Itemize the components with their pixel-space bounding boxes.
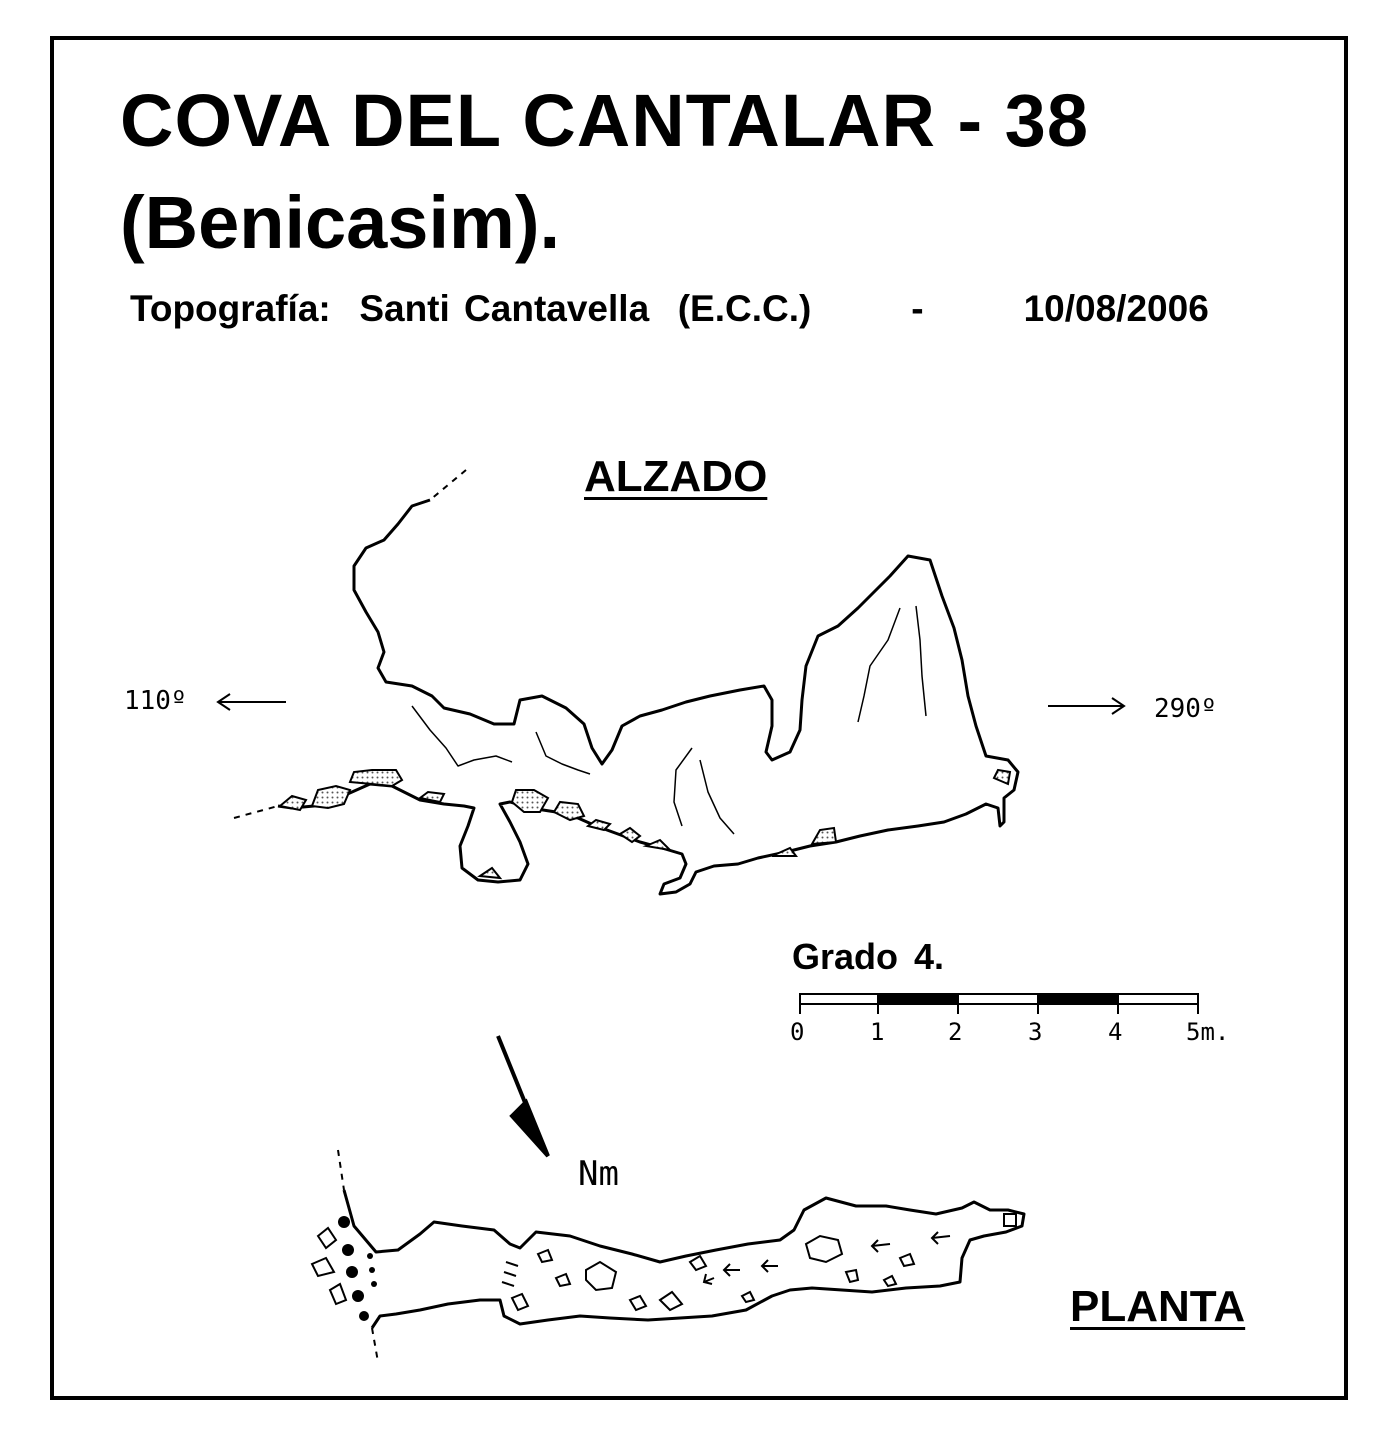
survey-credits: Topografía: Santi Cantavella (E.C.C.) - … xyxy=(130,288,1209,330)
survey-sheet-border xyxy=(50,36,1348,1400)
scale-tick-2: 2 xyxy=(948,1018,963,1046)
bearing-left-label: 110º xyxy=(124,686,187,716)
north-arrow-icon xyxy=(496,1035,550,1158)
credits-group: (E.C.C.) xyxy=(677,288,812,329)
elevation-profile xyxy=(233,469,1020,896)
cave-location: (Benicasim). xyxy=(120,181,561,264)
magnetic-north-label: Nm xyxy=(578,1154,619,1194)
elevation-heading: ALZADO xyxy=(584,452,768,501)
credits-label: Topografía: xyxy=(130,288,331,329)
elevation-sediment xyxy=(277,768,1012,880)
bearing-right-label: 290º xyxy=(1154,694,1217,724)
scale-tick-1: 1 xyxy=(870,1018,885,1046)
credits-date: 10/08/2006 xyxy=(1023,288,1209,329)
survey-grade: Grado 4. xyxy=(792,936,945,977)
scale-tick-3: 3 xyxy=(1028,1018,1043,1046)
cave-title: COVA DEL CANTALAR - 38 xyxy=(120,79,1089,162)
bearing-left-arrow xyxy=(216,693,286,711)
plan-heading: PLANTA xyxy=(1070,1282,1246,1331)
scale-bar xyxy=(799,993,1199,1014)
scale-tick-0: 0 xyxy=(790,1018,805,1046)
credits-separator: - xyxy=(911,288,924,329)
plan-entrance-boulders xyxy=(338,1216,377,1321)
plan-blocks xyxy=(310,1213,1017,1312)
plan-outline xyxy=(337,1149,1026,1363)
credits-author: Santi Cantavella xyxy=(359,288,650,329)
plan-flow-arrows xyxy=(501,1231,951,1287)
scale-tick-5: 5m. xyxy=(1186,1018,1230,1046)
scale-tick-4: 4 xyxy=(1108,1018,1123,1046)
bearing-right-arrow xyxy=(1048,697,1126,715)
